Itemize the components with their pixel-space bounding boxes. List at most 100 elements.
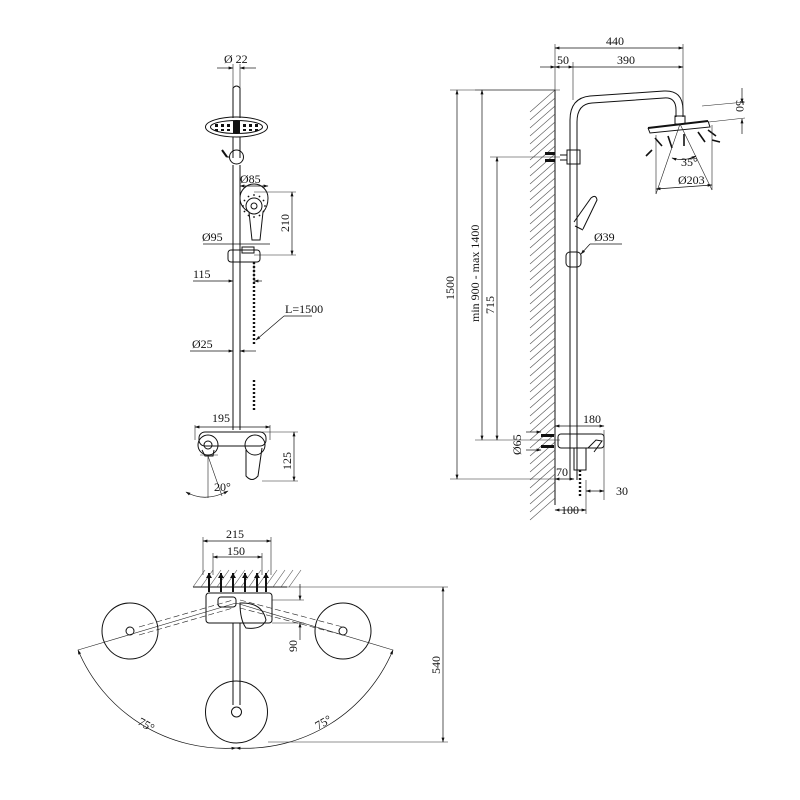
spray-hole <box>215 124 218 127</box>
wall-hatch-line <box>529 313 556 337</box>
hand-spray-hole <box>262 199 265 202</box>
spray-hole <box>243 129 246 131</box>
rain-shower-head-front <box>205 116 268 138</box>
front-view: Ø 22 Ø85 <box>185 52 323 498</box>
spray-hole <box>227 124 230 127</box>
spray-line <box>697 131 706 143</box>
wall-hatch-line <box>529 225 556 249</box>
wall-hatch-line <box>529 281 556 305</box>
spray-hole <box>249 124 252 127</box>
wall-hatch-line <box>529 409 556 433</box>
hand-spray-hole <box>242 205 244 207</box>
slider-diameter-label: Ø39 <box>594 230 615 244</box>
wall-screw-head <box>242 573 248 578</box>
spray-hole <box>243 124 246 127</box>
spout-angle-label: 20° <box>214 480 231 494</box>
hand-spray-hole <box>243 210 246 213</box>
hand-spray-hole <box>247 214 250 217</box>
hand-spray-hole <box>247 195 250 198</box>
wall-hatch-line <box>529 105 556 129</box>
side-shower-column <box>569 90 684 480</box>
hand-spray-hole <box>262 210 265 213</box>
side-top-dimensions: 440 50 390 <box>540 34 684 112</box>
rotation-left-label: 75° <box>136 714 158 735</box>
wall-hatch-line <box>529 417 556 441</box>
bar-diameter-label: Ø25 <box>192 337 213 351</box>
wall-hatch-line <box>256 569 270 588</box>
wall-fittings <box>206 573 269 592</box>
wall-hatch-line <box>529 329 556 353</box>
wall-screw-head <box>206 573 212 578</box>
wall-hatch-line <box>224 569 238 588</box>
side-height-dimensions: 1500 min 900 - max 1400 715 <box>443 89 560 480</box>
hand-spray-hole <box>253 216 255 218</box>
wall-hatch-line <box>529 353 556 377</box>
rain-shower-head-top <box>205 680 268 744</box>
wall-hatch-line <box>208 569 222 588</box>
wall-hatch-line <box>529 297 556 321</box>
wall-hatch-line <box>272 569 286 588</box>
wall-hatch-line <box>529 473 556 497</box>
holder-diameter-label: Ø95 <box>202 230 223 244</box>
wall-hatch-line <box>529 289 556 313</box>
spray-hole <box>249 129 252 131</box>
shower-hose-front: L=1500 <box>252 262 323 410</box>
wall-hatch-line <box>529 345 556 369</box>
spray-hole <box>227 129 230 131</box>
wall-hatch-line <box>529 217 556 241</box>
wall-hatch-line <box>288 569 302 588</box>
wall-hatch-line <box>529 129 556 153</box>
rain-shower-head-side: 50 35° Ø203 <box>645 88 747 195</box>
head-tilt-label: 35° <box>681 155 698 169</box>
spray-hole <box>221 124 224 127</box>
wall-screw-head <box>218 573 224 578</box>
spray-line <box>667 135 673 149</box>
side-diverter <box>545 149 581 165</box>
wall-hatch-line <box>529 321 556 345</box>
adjustable-height-label: min 900 - max 1400 <box>468 225 482 322</box>
mixer-depth-label: 180 <box>583 412 601 426</box>
mixer-width-label: 195 <box>212 411 230 425</box>
wall-hatch-line <box>529 273 556 297</box>
wall-hatch-line <box>529 97 556 121</box>
wall-screw-head <box>263 573 269 578</box>
wall-hatch-line <box>529 401 556 425</box>
hose-length-label: L=1500 <box>285 302 323 316</box>
shower-bar-front <box>232 165 241 430</box>
wall-hatch-line <box>529 249 556 273</box>
wall-hatch-line <box>529 489 556 513</box>
wall-hatch-line <box>216 569 230 588</box>
mixer-side: 180 Ø65 70 30 100 <box>510 412 628 517</box>
head-diameter-label: Ø203 <box>678 173 705 187</box>
wall-hatch-line <box>529 465 556 489</box>
hand-spray-hole <box>243 199 246 202</box>
arm-length-label: 390 <box>617 53 635 67</box>
wall-hatch-line <box>200 569 214 588</box>
wall-hatch-line <box>529 361 556 385</box>
spray-line <box>711 139 721 143</box>
hand-shower-length-label: 210 <box>278 214 292 232</box>
wall-hatch-line <box>529 481 556 505</box>
side-view: 440 50 390 50 <box>443 34 747 521</box>
swivel-arms <box>101 599 372 660</box>
spray-line <box>645 149 653 157</box>
wall-hatch-line <box>529 113 556 137</box>
wall-hatch-line <box>232 569 246 588</box>
wall-hatch-line <box>529 193 556 217</box>
top-view: 215 150 <box>77 527 448 750</box>
spout-projection-label: 30 <box>616 484 628 498</box>
hand-spray-hole <box>258 214 261 217</box>
top-view-width-dimensions: 215 150 <box>202 527 272 575</box>
projection-label: 540 <box>429 656 443 674</box>
top-pipe-diameter-dimension: Ø 22 <box>217 52 256 88</box>
wall-hatch-line <box>529 449 556 473</box>
rotation-arcs: 75° 75° <box>77 602 394 750</box>
wall-hatch-line <box>529 89 556 113</box>
wall-hatch-line <box>529 169 556 193</box>
total-height-label: 1500 <box>443 276 457 300</box>
wall-screw-head <box>254 573 260 578</box>
wall-hatch-line <box>529 121 556 145</box>
top-wall <box>192 569 302 588</box>
hand-spray-hole <box>264 205 266 207</box>
projection-dimension: 540 <box>268 586 448 743</box>
